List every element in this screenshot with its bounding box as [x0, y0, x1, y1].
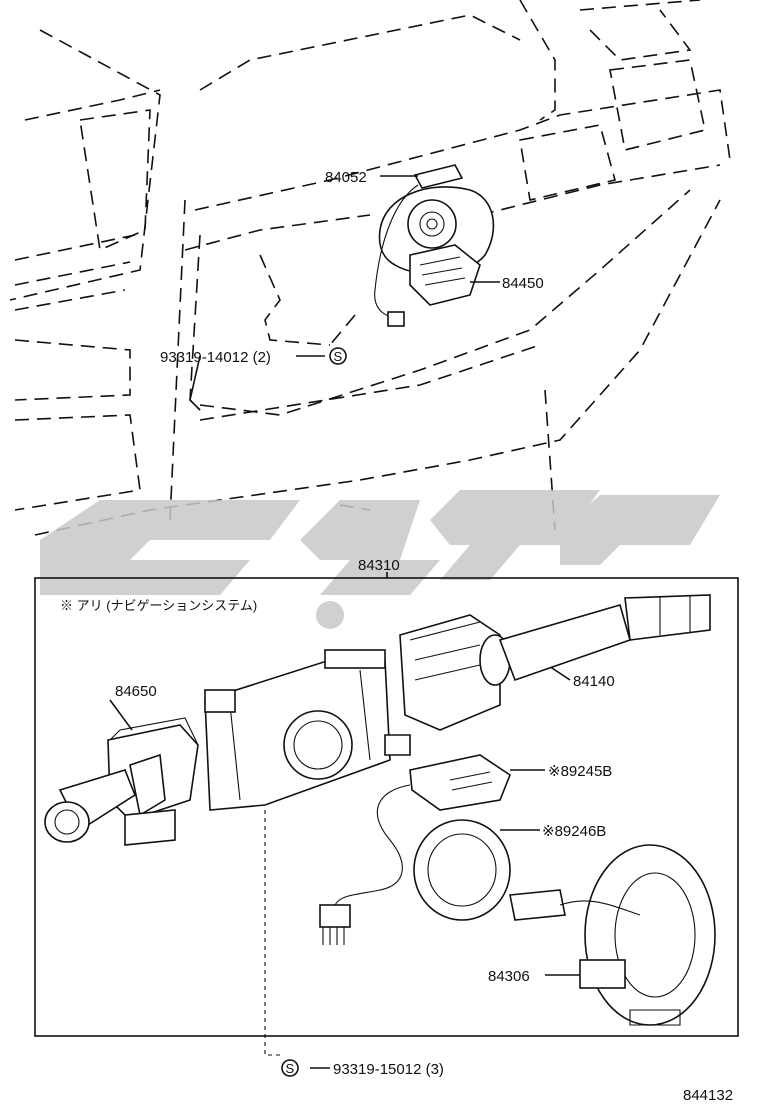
part-89245B-steering-sensor: [319, 754, 511, 945]
callout-84650: 84650: [115, 683, 157, 700]
figure-code: 844132: [683, 1087, 733, 1104]
screw-icon: S: [281, 1059, 299, 1077]
callout-93319-14012: 93319-14012 (2): [160, 349, 271, 366]
part-84306-spiral-cable: [509, 844, 716, 1026]
part-84650-wiper-switch: [44, 717, 199, 846]
upper-switch-assembly: [374, 164, 495, 327]
dashboard-outline: [9, 0, 731, 536]
part-84140-headlamp-switch: [399, 594, 711, 731]
combination-switch-body: [204, 649, 411, 811]
callout-89245B: ※89245B: [548, 763, 612, 780]
screw-symbol-1: S: [334, 349, 343, 364]
screw-leader: [264, 810, 282, 1056]
group-label-84310: 84310: [358, 557, 400, 574]
note-navigation: ※ アリ (ナビゲーションシステム): [60, 598, 257, 613]
callout-84450: 84450: [502, 275, 544, 292]
watermark-logo: [40, 490, 720, 629]
leader-lines: [109, 175, 585, 1069]
callout-84140: 84140: [573, 673, 615, 690]
callout-84052: 84052: [325, 169, 367, 186]
callout-89246B: ※89246B: [542, 823, 606, 840]
screw-icon: S: [329, 347, 347, 365]
callout-93319-15012: 93319-15012 (3): [333, 1061, 444, 1078]
part-89246B-sensor-ring: [413, 819, 511, 921]
screw-symbol-2: S: [286, 1061, 295, 1076]
assembly-frame: [34, 577, 739, 1037]
callout-84306: 84306: [488, 968, 530, 985]
